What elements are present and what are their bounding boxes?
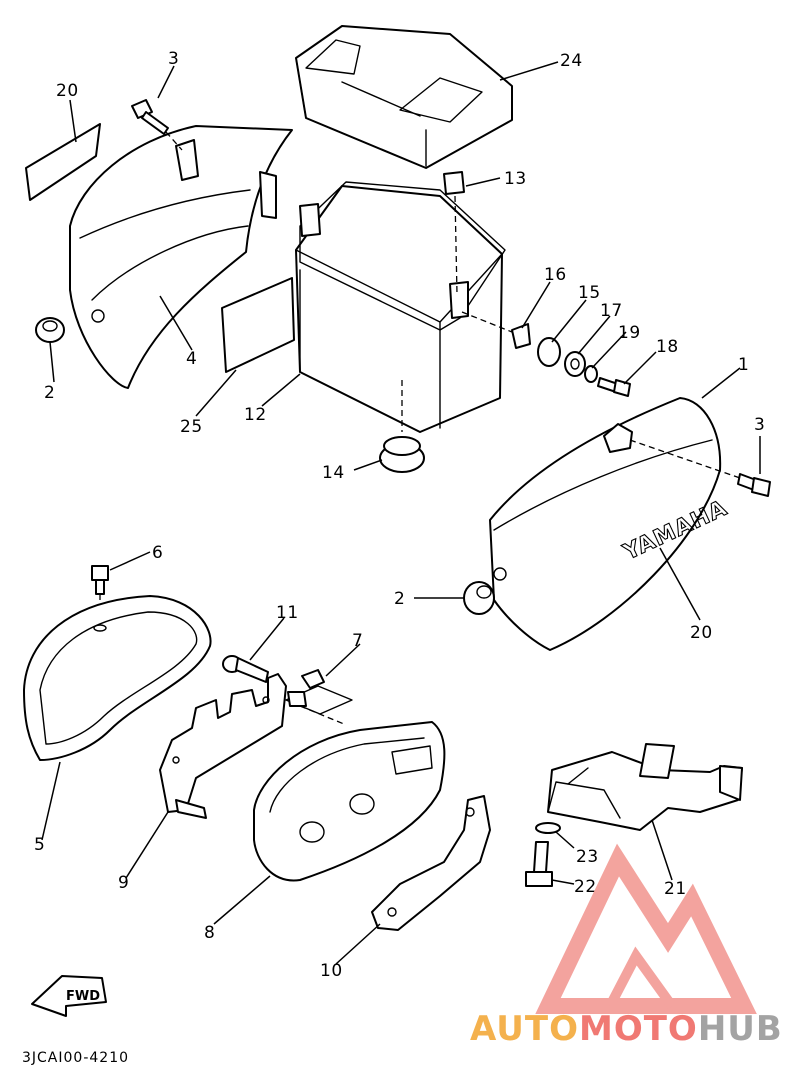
callout-8: 8	[204, 923, 215, 943]
watermark-hub: HUB	[698, 1009, 783, 1049]
watermark-logo-mark	[535, 843, 757, 1014]
part-4-side-cover-left	[69, 125, 293, 389]
part-23-washer	[535, 822, 561, 834]
callout-14: 14	[322, 463, 345, 483]
part-7-nut	[285, 669, 353, 715]
callout-3-upper: 3	[168, 49, 179, 69]
callout-22: 22	[574, 877, 597, 897]
part-24-battery-pad	[295, 25, 513, 169]
callout-10: 10	[320, 961, 343, 981]
callout-12: 12	[244, 405, 267, 425]
callout-2-right: 2	[394, 589, 405, 609]
callout-20-upper: 20	[56, 81, 79, 101]
callout-25: 25	[180, 417, 203, 437]
callout-6: 6	[152, 543, 163, 563]
part-3-bolt-upper	[131, 99, 183, 151]
callout-9: 9	[118, 873, 129, 893]
part-25-pad	[221, 277, 295, 373]
part-1-side-cover-right: YAMAHA	[489, 397, 741, 651]
callout-18: 18	[656, 337, 679, 357]
callout-2-left: 2	[44, 383, 55, 403]
part-10-stay	[371, 795, 491, 931]
callout-16: 16	[544, 265, 567, 285]
watermark-moto: MOTO	[579, 1009, 698, 1049]
callout-15: 15	[578, 283, 601, 303]
part-13-nut	[443, 171, 465, 295]
part-6-bolt	[91, 565, 109, 622]
diagram-code: 3JCAI00-4210	[22, 1050, 129, 1066]
part-8-case	[253, 705, 446, 882]
callout-3-right: 3	[754, 415, 765, 435]
part-2-grommet-left	[35, 317, 65, 343]
callout-numbers: 20 3 4 2 25 12 24 13 16 15 17 19 18 1 3 …	[34, 49, 765, 981]
part-21-bracket-tray	[547, 743, 743, 831]
callout-7: 7	[352, 631, 363, 651]
watermark-auto: AUTO	[470, 1009, 579, 1049]
callout-24: 24	[560, 51, 583, 71]
callout-23: 23	[576, 847, 599, 867]
callout-1: 1	[738, 355, 749, 375]
callout-17: 17	[600, 301, 623, 321]
callout-21: 21	[664, 879, 687, 899]
callout-20-lower: 20	[690, 623, 713, 643]
part-22-bolt	[525, 841, 553, 887]
fwd-label: FWD	[66, 989, 100, 1004]
part-2-grommet-right	[463, 581, 495, 615]
leader-lines	[41, 61, 761, 965]
part-12-battery-box	[295, 181, 506, 433]
callout-5: 5	[34, 835, 45, 855]
automotohub-watermark: AUTOMOTOHUB	[470, 843, 783, 1049]
part-9-bracket	[159, 673, 307, 819]
callout-19: 19	[618, 323, 641, 343]
part-11-bolt	[222, 655, 269, 683]
part-5-cover	[23, 595, 212, 761]
part-14-grommet-lower	[379, 380, 425, 473]
callout-13: 13	[504, 169, 527, 189]
callout-4: 4	[186, 349, 197, 369]
watermark-text: AUTOMOTOHUB	[470, 1009, 783, 1049]
part-3-bolt-right	[737, 473, 771, 497]
hardware-stack-15-19	[461, 311, 631, 397]
fwd-direction-arrow: FWD	[31, 975, 107, 1017]
callout-11: 11	[276, 603, 299, 623]
